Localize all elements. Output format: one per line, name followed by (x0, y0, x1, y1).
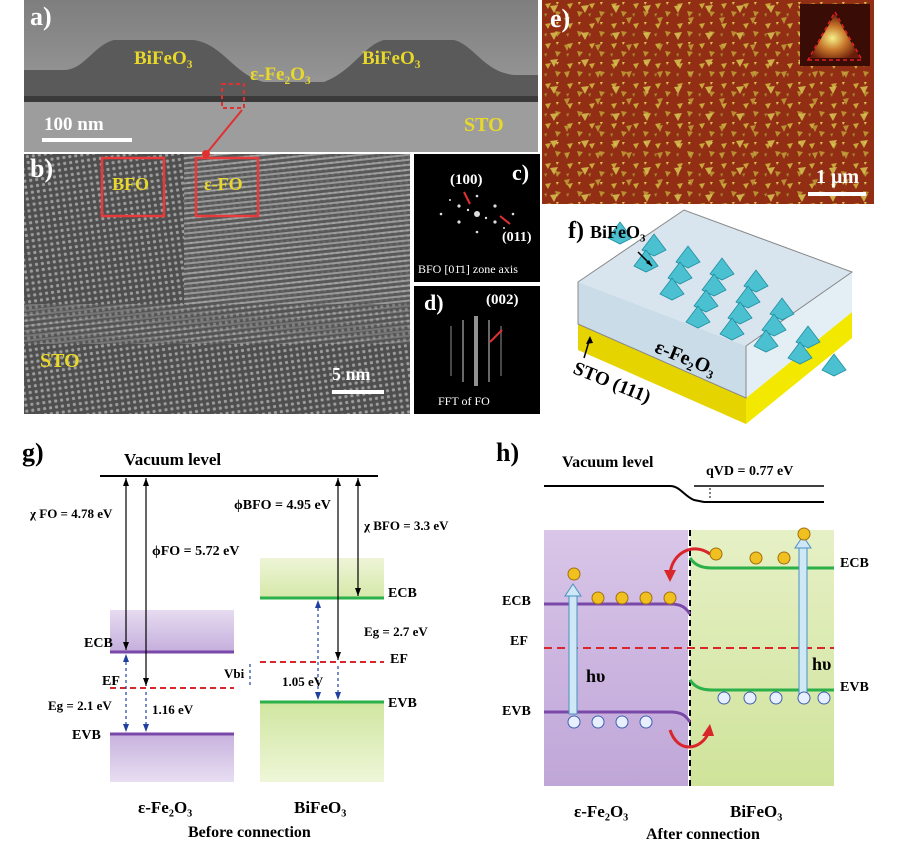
panel-f-label: f) (568, 218, 584, 244)
panel-d-label: d) (424, 290, 444, 315)
spot-100-label: (100) (450, 172, 483, 188)
bfo-pyramid (685, 305, 711, 329)
diffraction-pattern (439, 191, 515, 234)
zoom-connector (202, 109, 243, 158)
caption-g: Before connection (188, 824, 311, 841)
afm-scale-label: 1 μm (816, 166, 859, 188)
bfo-pyramid (719, 317, 745, 341)
evb-left-h: EVB (502, 704, 531, 719)
bfo-pyramid (667, 261, 693, 285)
panel-h-label: h) (496, 438, 520, 467)
ecb-right-h: ECB (840, 556, 869, 571)
bfo-box-label: BFO (112, 174, 150, 194)
bfo-pyramid (743, 269, 769, 293)
eg-right-g: Eg = 2.7 eV (364, 624, 428, 639)
bfo-pyramid (795, 325, 821, 349)
panel-c-label: c) (512, 160, 530, 185)
sto-label: STO (464, 114, 504, 136)
afm-topography (542, 0, 874, 204)
bfo-pyramid (753, 329, 779, 353)
material-left-g: ε-Fe₂O₃ (138, 798, 193, 817)
efo-label: ε-Fe₂O₃ (250, 64, 311, 85)
scale-bar-label-b: 5 nm (332, 364, 371, 384)
material-right-h: BiFeO₃ (730, 802, 783, 821)
hrtem-lattice (24, 154, 410, 414)
band-diagram-after (544, 485, 834, 786)
gap-105-label: 1.05 eV (282, 674, 324, 689)
panel-a-label: a) (30, 2, 52, 31)
vacuum-level-h: Vacuum level (562, 454, 654, 471)
spot-011-label: (011) (502, 230, 532, 245)
bfo-pyramid (693, 289, 719, 313)
bfo-pyramid (769, 297, 795, 321)
tem-cross-section (24, 0, 538, 152)
bfo-pyramid (701, 273, 727, 297)
ecb-left-h: ECB (502, 594, 531, 609)
ecb-right-g: ECB (388, 586, 417, 601)
chi-bfo-label: χ BFO = 3.3 eV (364, 518, 449, 533)
bfo-pyramid (659, 277, 685, 301)
bfo-pyramid (607, 221, 633, 245)
bfo-pyramid (727, 301, 753, 325)
chi-fo-label: χ FO = 4.78 eV (30, 506, 113, 521)
efo-box-label: ε-FO (204, 174, 243, 194)
panel-e-afm-image: e) 1 μm (542, 0, 874, 204)
material-left-h: ε-Fe₂O₃ (574, 802, 629, 821)
bfo-label-right: BiFeO₃ (362, 48, 421, 69)
vacuum-level-g: Vacuum level (124, 450, 222, 469)
fft-pattern (450, 316, 503, 386)
phi-bfo-label: ϕBFO = 4.95 eV (234, 498, 331, 513)
zone-axis-caption: BFO [01̄1] zone axis (418, 262, 518, 276)
panel-a-tem-image: a) BiFeO₃ BiFeO₃ ε-Fe₂O₃ 100 nm STO (24, 0, 538, 152)
panel-g-label: g) (22, 438, 44, 467)
panel-b-hrtem-image: b) BFO ε-FO STO 5 nm (24, 154, 410, 414)
eg-left-g: Eg = 2.1 eV (48, 698, 112, 713)
panel-d-fft: d) (002) FFT of FO (414, 286, 540, 414)
band-diagram-before (100, 475, 384, 782)
bfo-pyramid (675, 245, 701, 269)
material-right-g: BiFeO₃ (294, 798, 347, 817)
bfo-pyramid (787, 341, 813, 365)
sto-label-b: STO (40, 350, 80, 372)
caption-h: After connection (646, 826, 760, 843)
ef-left-g: EF (102, 674, 120, 689)
hv-right-label: hυ (812, 654, 832, 674)
qvd-label: qVD = 0.77 eV (706, 464, 794, 479)
panel-e-label: e) (550, 4, 571, 33)
evb-right-h: EVB (840, 680, 869, 695)
panel-c-diffraction: c) (100) (011) BFO [01̄1] zone axis (414, 154, 540, 282)
bfo-pyramid (735, 285, 761, 309)
panel-f-schematic: f) BiFeO₃ ε-Fe₂O₃ STO (111) (550, 208, 890, 430)
panel-b-label: b) (30, 154, 54, 183)
evb-right-g: EVB (388, 696, 417, 711)
ecb-left-g: ECB (84, 636, 113, 651)
ef-left-h: EF (510, 634, 528, 649)
panel-h-band-after: h) Vacuum level qVD = 0.77 eV ECB EF EVB… (494, 434, 894, 854)
bfo-label-left: BiFeO₃ (134, 48, 193, 69)
bfo-pyramid (709, 257, 735, 281)
vbi-label: Vbi (224, 666, 245, 681)
fft-caption: FFT of FO (438, 394, 490, 408)
bfo-pyramid (641, 233, 667, 257)
bfo-schematic-label: BiFeO₃ (590, 222, 646, 242)
hv-left-label: hυ (586, 666, 606, 686)
panel-g-band-before: g) Vacuum level χ FO = 4.78 eV ϕFO = 5.7… (20, 434, 490, 854)
bfo-pyramid (821, 353, 847, 377)
heterostructure-schematic (577, 209, 854, 424)
phi-fo-label: ϕFO = 5.72 eV (152, 544, 240, 559)
gap-116-label: 1.16 eV (152, 702, 194, 717)
spot-002-label: (002) (486, 292, 519, 308)
bfo-pyramid (761, 313, 787, 337)
scale-bar-label: 100 nm (44, 114, 104, 135)
evb-left-g: EVB (72, 728, 101, 743)
ef-right-g: EF (390, 652, 408, 667)
